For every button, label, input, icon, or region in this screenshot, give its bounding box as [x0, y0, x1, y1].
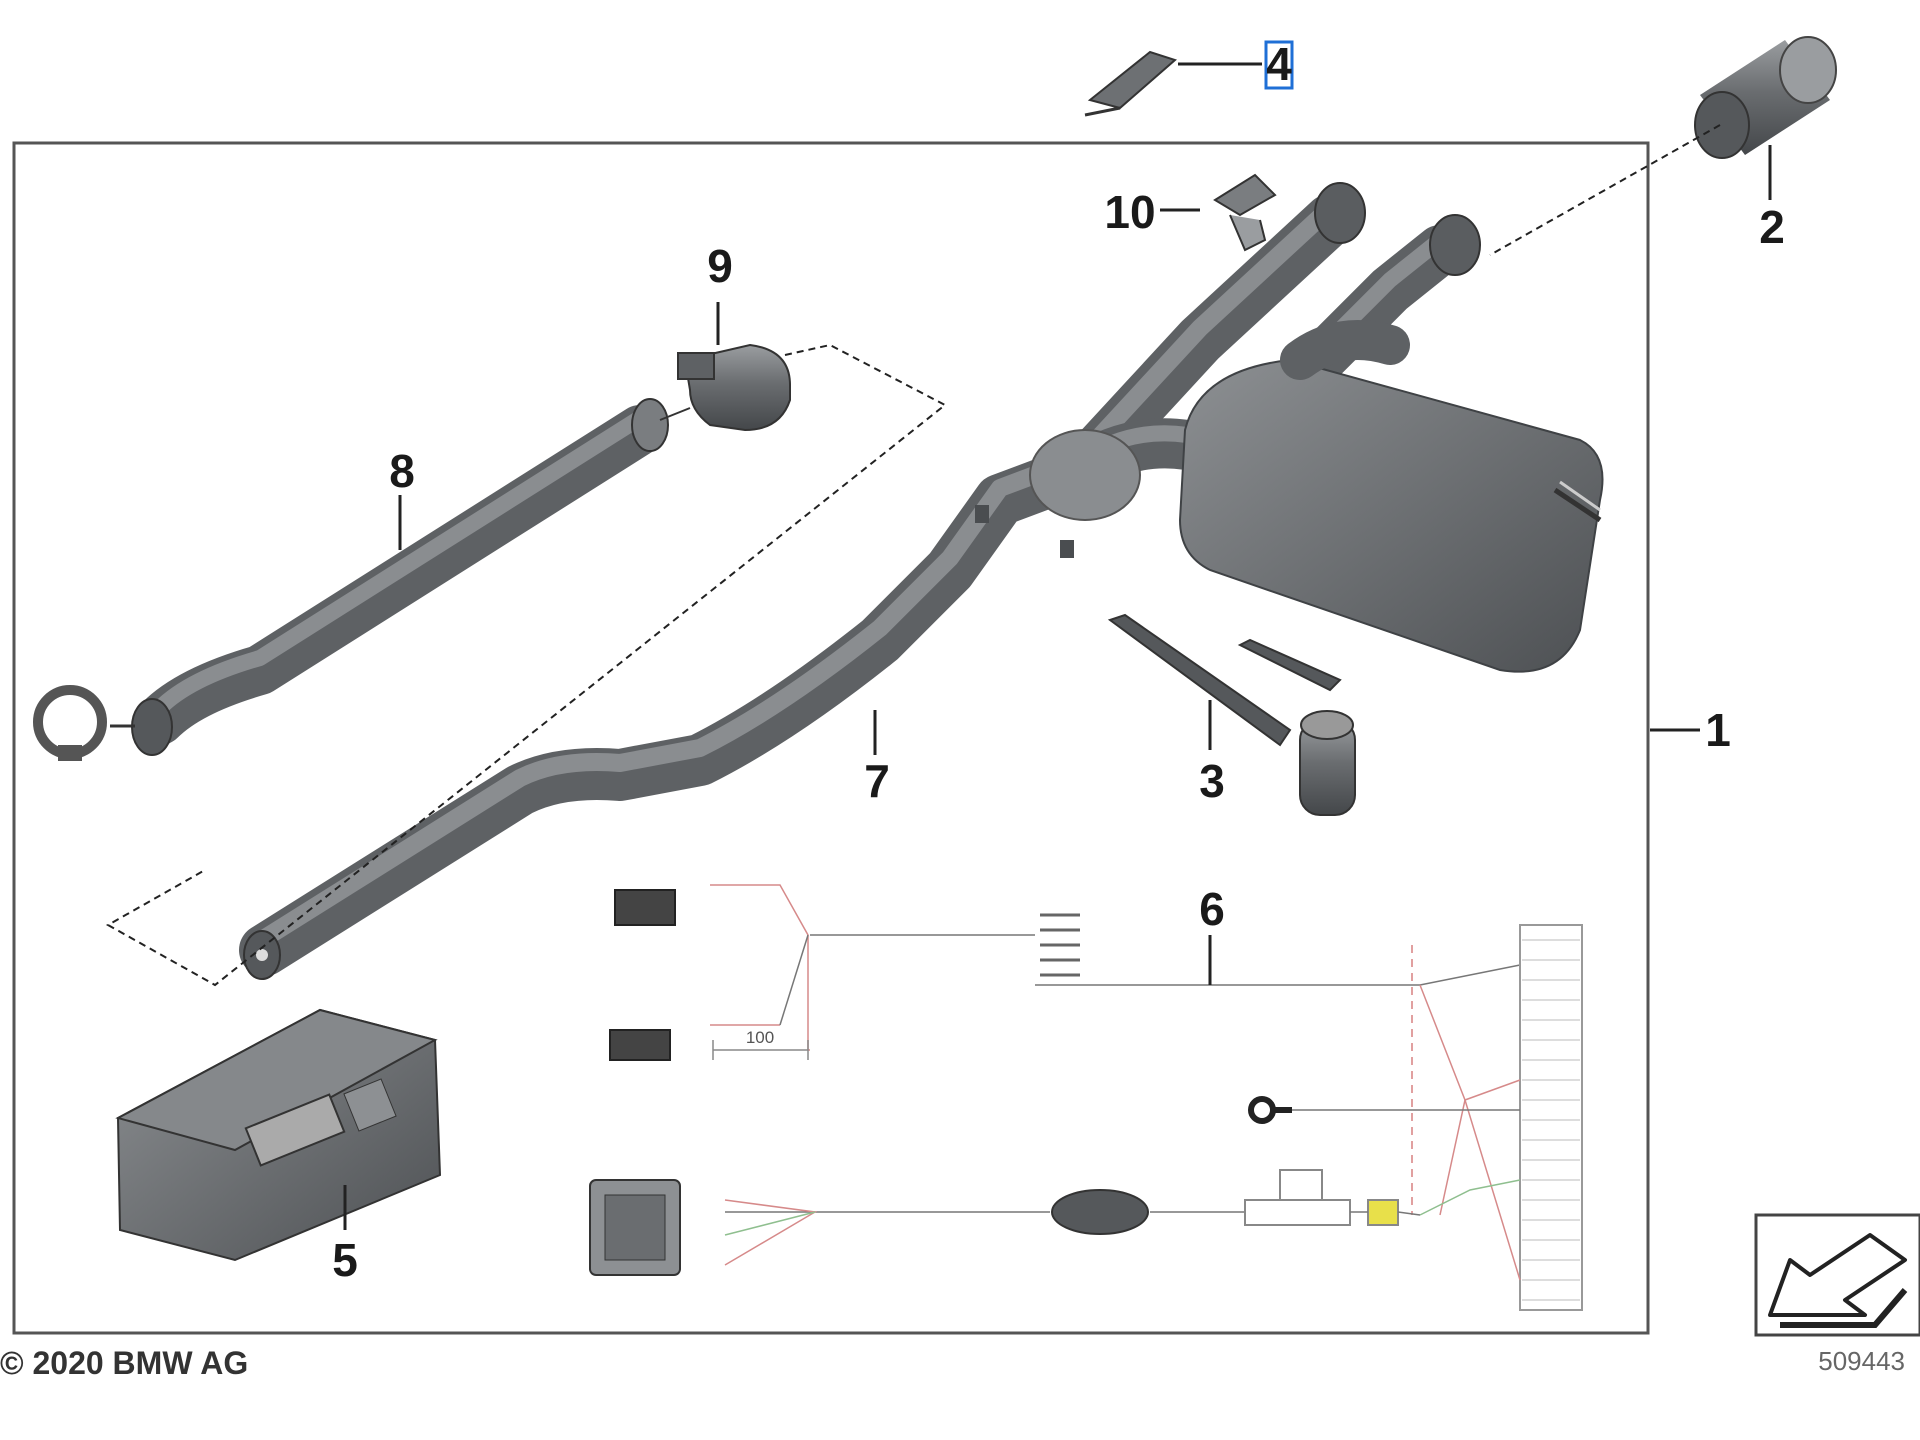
clamp-ring[interactable]: [33, 685, 135, 761]
part-4-bracket[interactable]: [1084, 50, 1177, 117]
drawing-number: 509443: [1818, 1346, 1905, 1376]
dimension-100: 100: [712, 1028, 809, 1060]
part-9-clamp[interactable]: [659, 343, 791, 432]
assembly-frame: [12, 141, 1650, 1335]
callout-7[interactable]: 7: [864, 755, 890, 807]
leader-2-dashed: [1489, 124, 1721, 256]
callout-2[interactable]: 2: [1759, 201, 1785, 253]
callout-5[interactable]: 5: [332, 1234, 358, 1286]
callout-6[interactable]: 6: [1199, 883, 1225, 935]
terminal-pins: [1522, 939, 1580, 1301]
part-8-front-pipe[interactable]: [131, 398, 669, 756]
callout-4[interactable]: 4: [1266, 38, 1292, 90]
callout-3[interactable]: 3: [1199, 755, 1225, 807]
callout-4-highlight: [1264, 40, 1294, 90]
kit-boundary-dashed: [105, 343, 947, 987]
dimension-label: 100: [746, 1028, 774, 1047]
copyright-notice: © 2020 BMW AG: [0, 1345, 248, 1381]
part-2-tailpipe-tip[interactable]: [1694, 36, 1837, 159]
part-5-control-module[interactable]: [115, 1008, 442, 1262]
callout-1[interactable]: 1: [1705, 704, 1731, 756]
callout-8[interactable]: 8: [389, 445, 415, 497]
part-6-wiring-harness[interactable]: [589, 884, 1583, 1311]
part-10-sensor[interactable]: [1213, 173, 1277, 252]
part-3-strap-sensor[interactable]: [1107, 613, 1356, 816]
orientation-arrow-box: [1754, 1213, 1920, 1337]
part-1-muffler[interactable]: [1178, 320, 1604, 673]
callout-9[interactable]: 9: [707, 240, 733, 292]
callout-10[interactable]: 10: [1104, 186, 1155, 238]
